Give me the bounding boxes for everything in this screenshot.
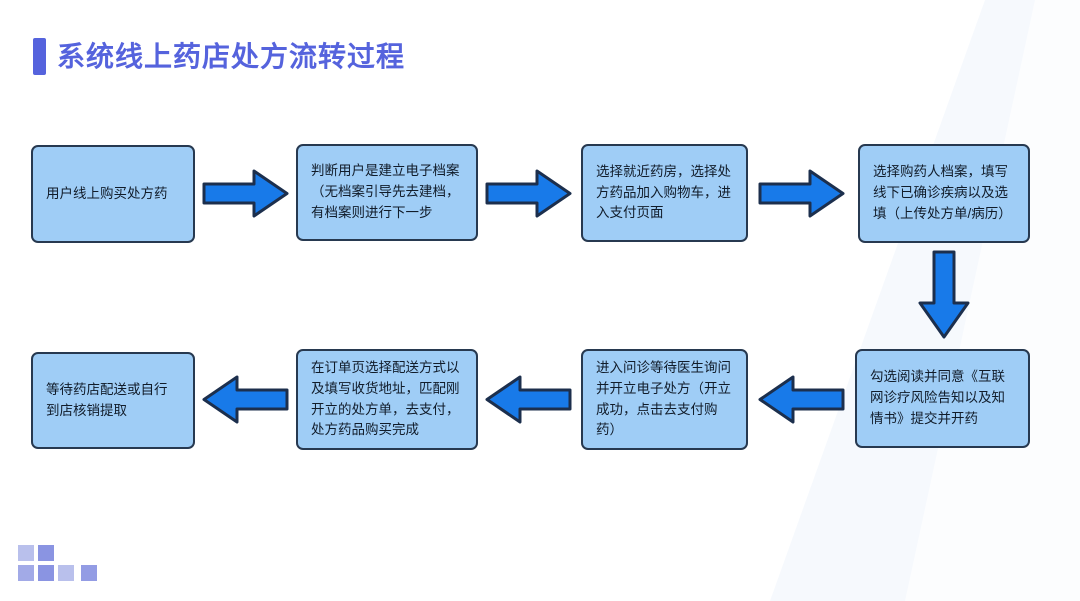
flow-step-3: 选择就近药房，选择处方药品加入购物车，进入支付页面 xyxy=(581,144,748,242)
flow-step-4: 选择购药人档案，填写线下已确诊疾病以及选填（上传处方单/病历） xyxy=(858,144,1030,243)
deco-square xyxy=(58,565,74,581)
title-accent-bar xyxy=(33,38,46,75)
flow-step-4-label: 选择购药人档案，填写线下已确诊疾病以及选填（上传处方单/病历） xyxy=(873,164,1012,221)
deco-square xyxy=(18,565,34,581)
deco-square xyxy=(81,565,97,581)
flow-step-6: 进入问诊等待医生询问并开立电子处方（开立成功，点击去支付购药） xyxy=(581,349,748,450)
flow-step-6-label: 进入问诊等待医生询问并开立电子处方（开立成功，点击去支付购药） xyxy=(596,359,731,438)
flow-step-3-label: 选择就近药房，选择处方药品加入购物车，进入支付页面 xyxy=(596,163,731,221)
arrow-right-icon-step2-step3 xyxy=(484,167,573,220)
deco-square xyxy=(18,545,34,561)
arrow-right-icon-step3-step4 xyxy=(757,167,846,220)
flow-step-5-label: 勾选阅读并同意《互联网诊疗风险告知以及知情书》提交并开药 xyxy=(870,369,1005,426)
page-title: 系统线上药店处方流转过程 xyxy=(57,40,406,72)
flow-step-8-label: 等待药店配送或自行到店核销提取 xyxy=(46,381,168,418)
deco-square xyxy=(38,545,54,561)
arrow-left-icon-step7-step8 xyxy=(201,373,290,426)
flow-step-7: 在订单页选择配送方式以及填写收货地址，匹配刚开立的处方单，去支付，处方药品购买完… xyxy=(296,349,478,450)
flow-step-2: 判断用户是建立电子档案（无档案引导先去建档，有档案则进行下一步 xyxy=(296,144,478,241)
arrow-left-icon-step6-step7 xyxy=(484,373,573,426)
slide-header: 系统线上药店处方流转过程 xyxy=(33,38,405,75)
corner-squares-decoration xyxy=(18,545,100,583)
arrow-left-icon-step5-step6 xyxy=(757,373,846,426)
flow-step-2-label: 判断用户是建立电子档案（无档案引导先去建档，有档案则进行下一步 xyxy=(311,163,460,220)
deco-square xyxy=(38,565,54,581)
flow-step-7-label: 在订单页选择配送方式以及填写收货地址，匹配刚开立的处方单，去支付，处方药品购买完… xyxy=(311,359,460,438)
flow-step-5: 勾选阅读并同意《互联网诊疗风险告知以及知情书》提交并开药 xyxy=(855,349,1030,448)
arrow-right-icon-step1-step2 xyxy=(201,167,290,220)
flow-step-8: 等待药店配送或自行到店核销提取 xyxy=(31,352,195,449)
arrow-down-icon-step4-step5 xyxy=(916,249,972,340)
flow-step-1-label: 用户线上购买处方药 xyxy=(46,185,168,201)
flow-step-1: 用户线上购买处方药 xyxy=(31,145,195,243)
